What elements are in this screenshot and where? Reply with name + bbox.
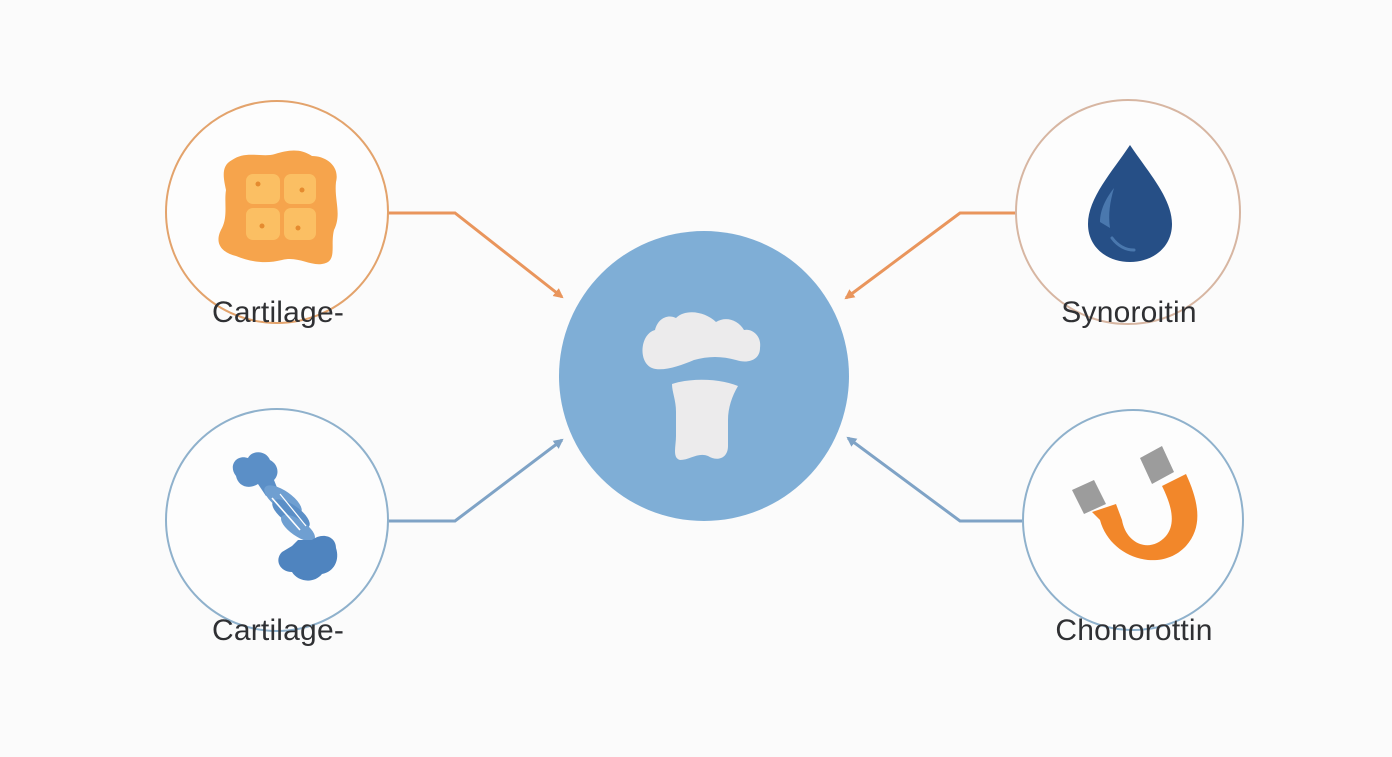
center-hub bbox=[559, 231, 849, 521]
node-label-bottom-right: Chonorottin bbox=[1055, 614, 1213, 647]
node-top-left bbox=[165, 100, 389, 324]
spine-bone-icon bbox=[232, 452, 338, 581]
node-label-bottom-left: Cartilage- bbox=[211, 614, 345, 647]
node-bottom-left bbox=[165, 408, 389, 632]
connector-bottom-right bbox=[846, 436, 1022, 523]
joint-bone-icon bbox=[642, 312, 761, 460]
node-label-top-right: Synoroitin bbox=[1061, 296, 1197, 329]
connector-top-left bbox=[388, 211, 564, 299]
connector-top-right bbox=[844, 211, 1016, 300]
connector-bottom-left bbox=[388, 438, 564, 523]
magnet-icon bbox=[1072, 446, 1198, 561]
node-bottom-right bbox=[1022, 409, 1244, 631]
node-top-right bbox=[1015, 99, 1241, 325]
node-label-top-left: Cartilage- bbox=[211, 296, 345, 329]
water-drop-icon bbox=[1088, 145, 1172, 262]
cartilage-icon bbox=[218, 150, 338, 265]
